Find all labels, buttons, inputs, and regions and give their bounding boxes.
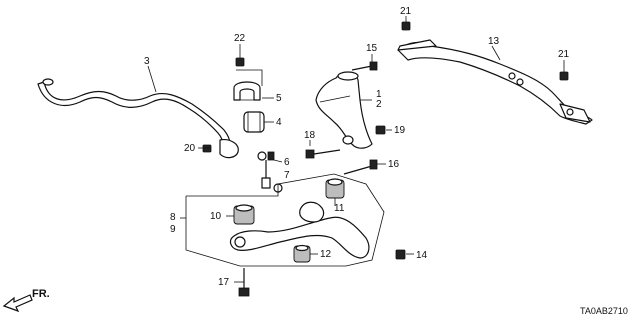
bolt-15 bbox=[351, 61, 378, 71]
callout-20: 20 bbox=[184, 143, 196, 154]
callout-12: 12 bbox=[320, 249, 332, 260]
front-direction-label: FR. bbox=[32, 288, 50, 300]
bushing-11 bbox=[325, 178, 345, 199]
bushing-4 bbox=[243, 111, 265, 133]
callout-17: 17 bbox=[218, 277, 230, 288]
callout-21b: 21 bbox=[558, 49, 570, 60]
bolt-16 bbox=[343, 159, 378, 175]
callout-14: 14 bbox=[416, 250, 428, 261]
callout-9: 9 bbox=[170, 224, 176, 235]
stabilizer-bar bbox=[37, 78, 231, 157]
callout-11: 11 bbox=[334, 203, 345, 214]
callout-22: 22 bbox=[234, 33, 246, 44]
diagram-code: TA0AB2710 bbox=[580, 306, 628, 316]
bolt-17 bbox=[238, 268, 250, 297]
callout-13: 13 bbox=[488, 36, 500, 47]
lower-arm-box bbox=[185, 173, 385, 267]
nut-20 bbox=[202, 144, 212, 153]
callout-2: 2 bbox=[376, 99, 382, 110]
callout-19: 19 bbox=[394, 125, 406, 136]
bushing-12 bbox=[293, 244, 311, 263]
callout-8: 8 bbox=[170, 212, 176, 223]
callout-7: 7 bbox=[284, 170, 290, 181]
callout-18: 18 bbox=[304, 130, 316, 141]
subframe bbox=[397, 39, 593, 125]
bolt-21a bbox=[401, 21, 411, 31]
lower-arm bbox=[229, 201, 370, 259]
bracket-5 bbox=[233, 81, 261, 101]
callout-5: 5 bbox=[276, 93, 282, 104]
callout-4: 4 bbox=[276, 117, 282, 128]
bolt-18 bbox=[305, 149, 341, 159]
leader-lines bbox=[147, 16, 565, 283]
callout-16: 16 bbox=[388, 159, 400, 170]
callout-10: 10 bbox=[210, 211, 222, 222]
bushing-10 bbox=[233, 204, 255, 225]
callout-15: 15 bbox=[366, 43, 378, 54]
callout-1: 1 bbox=[376, 89, 382, 100]
callout-3: 3 bbox=[144, 56, 150, 67]
bracket-lower bbox=[219, 139, 239, 159]
nut-14 bbox=[395, 249, 406, 260]
callout-6: 6 bbox=[284, 157, 290, 168]
nut-19 bbox=[375, 125, 386, 135]
bolt-22 bbox=[235, 57, 245, 67]
knuckle bbox=[315, 71, 373, 149]
callout-21a: 21 bbox=[400, 6, 412, 17]
front-direction-arrow-icon bbox=[2, 294, 33, 313]
bolt-21b bbox=[559, 71, 569, 81]
